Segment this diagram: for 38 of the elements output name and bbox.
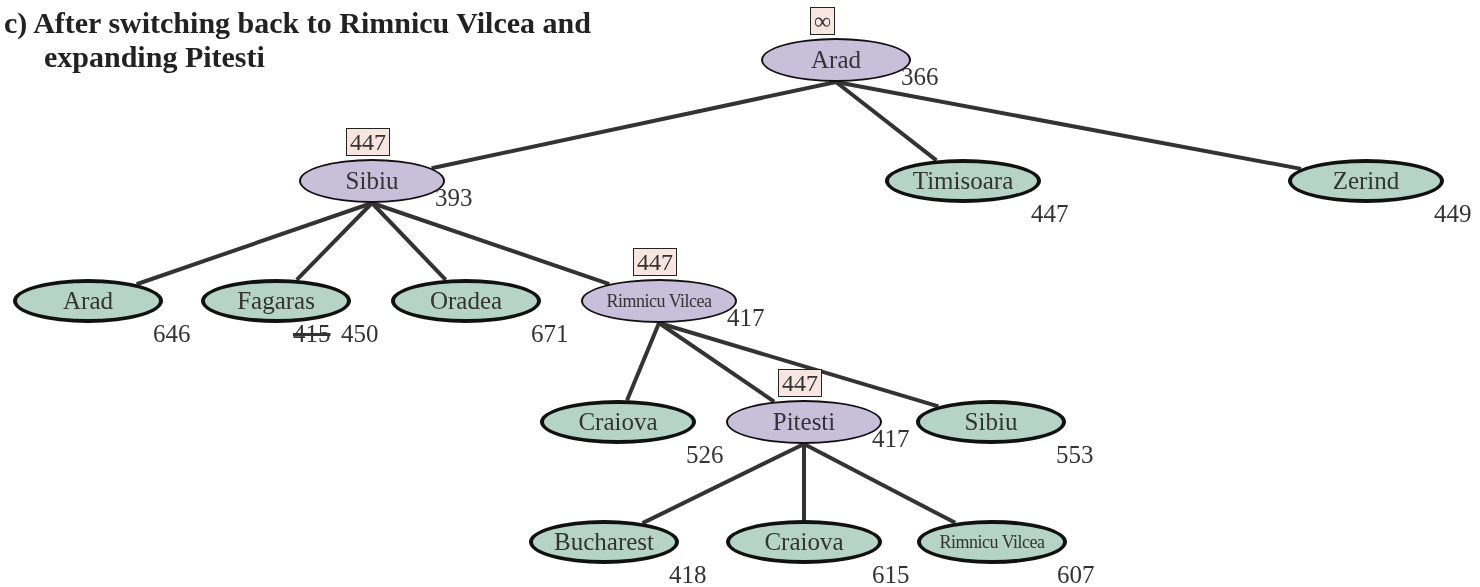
- f-value: 417: [727, 305, 765, 330]
- f-limit-box: 447: [633, 248, 677, 276]
- node-label: Craiova: [578, 408, 658, 436]
- f-value: 646: [153, 321, 191, 346]
- node-label: Sibiu: [345, 167, 399, 195]
- node-label: Oradea: [429, 287, 503, 315]
- node-label: Arad: [811, 46, 861, 74]
- f-value: 553: [1056, 442, 1094, 467]
- node-label: Rimnicu Vilcea: [939, 531, 1045, 553]
- f-value: 366: [901, 64, 939, 89]
- f-value: 417: [872, 426, 910, 451]
- node-label: Craiova: [764, 528, 844, 556]
- tree-edge: [802, 444, 806, 520]
- node-label: Fagaras: [237, 287, 315, 315]
- tree-edge: [625, 322, 661, 401]
- f-value: 607: [1057, 562, 1095, 587]
- f-value: 526: [686, 442, 724, 467]
- f-value: 671: [531, 321, 569, 346]
- f-value: 615: [872, 562, 910, 587]
- node-label: Sibiu: [964, 408, 1018, 436]
- f-value: 447: [1031, 201, 1069, 226]
- node-label: Bucharest: [554, 528, 654, 556]
- crossed-out-value: 415: [293, 321, 331, 346]
- f-limit-box: ∞: [810, 7, 836, 35]
- node-label: Arad: [63, 287, 113, 315]
- f-limit-box: 447: [346, 128, 390, 156]
- tree-edge: [431, 80, 837, 171]
- node-label: Rimnicu Vilcea: [606, 290, 712, 312]
- f-limit-box: 447: [778, 369, 822, 397]
- node-label: Pitesti: [772, 408, 836, 436]
- title: c) After switching back to Rimnicu Vilcea and expanding Pitesti: [4, 6, 592, 74]
- node-label: Zerind: [1332, 167, 1400, 195]
- node-label: Timisoara: [912, 167, 1014, 195]
- f-value: 393: [435, 185, 473, 210]
- f-value: 449: [1434, 201, 1472, 226]
- f-value: 450: [341, 321, 379, 346]
- tree-edge: [835, 80, 1302, 171]
- f-value: 418: [669, 562, 707, 587]
